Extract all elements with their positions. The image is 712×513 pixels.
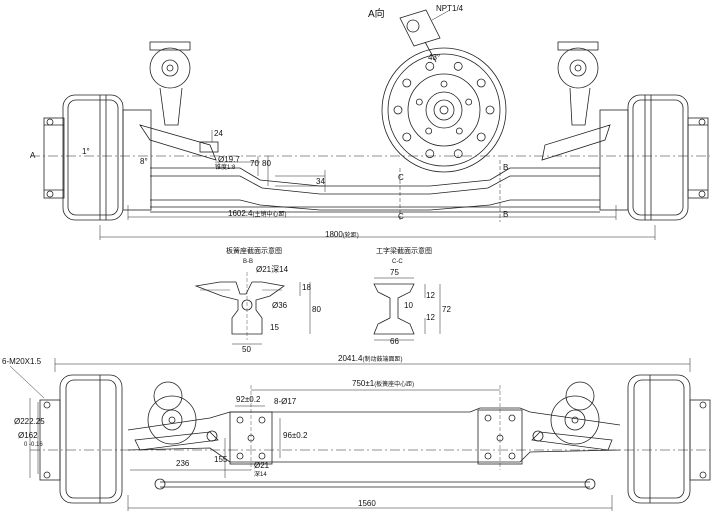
cc-d12b: 12 <box>426 313 435 322</box>
bottom-view <box>9 358 711 511</box>
hub-stud <box>402 132 412 142</box>
top-view <box>30 9 710 240</box>
dim-21: Ø21 <box>254 461 270 470</box>
dim-deep14: 深14 <box>254 472 267 478</box>
section-b-mark-2: B <box>503 210 509 219</box>
left-drum-bottom <box>59 374 123 504</box>
right-brake-chamber <box>557 47 599 89</box>
dim-92: 92±0.2 <box>236 395 261 404</box>
right-drum-bottom <box>627 374 691 504</box>
angle-43-label: 43° <box>428 53 441 62</box>
hub-stud <box>453 149 463 159</box>
left-brake-chamber <box>149 47 191 89</box>
bb-d15: 15 <box>270 323 279 332</box>
section-bb-drawing <box>194 272 311 345</box>
dim-70: 70 <box>250 159 259 168</box>
dim-19-7: Ø19.7 <box>218 155 240 164</box>
dim-222: Ø222.25 <box>14 417 45 426</box>
bb-d36: Ø36 <box>272 301 288 310</box>
dim-1602: 1602.4(主销中心距) <box>228 209 287 219</box>
dim-96: 96±0.2 <box>283 431 308 440</box>
hub-view <box>381 47 507 173</box>
dim-1560: 1560 <box>358 499 376 508</box>
hub-stud <box>485 105 495 115</box>
dim-1800: 1800(轮距) <box>325 230 359 240</box>
view-a-label: A向 <box>368 9 385 20</box>
cc-d12a: 12 <box>426 291 435 300</box>
dim-162: Ø162 <box>18 431 38 440</box>
cc-label: C-C <box>392 259 403 265</box>
hub-stud <box>476 132 486 142</box>
section-b-mark-1: B <box>503 163 509 172</box>
bb-title: 板簧座截面示意图 <box>226 248 282 255</box>
bb-d21: Ø21深14 <box>256 265 289 274</box>
hub-stud <box>425 61 435 71</box>
angle-8-label: 8° <box>140 157 148 166</box>
dim-750: 750±1(板簧座中心距) <box>352 379 415 389</box>
hub-stud <box>476 78 486 88</box>
hub-bolt <box>425 127 433 135</box>
dim-236: 236 <box>176 459 190 468</box>
hub-bolt <box>415 98 423 106</box>
hub-stud <box>453 61 463 71</box>
taper-label: 锥度1:8 <box>215 165 236 171</box>
angle-1-label: 1° <box>82 147 90 156</box>
cc-d66: 66 <box>390 337 399 346</box>
hub-bolt <box>440 80 448 88</box>
hub-bolt <box>465 98 473 106</box>
bb-label: B-B <box>243 259 254 265</box>
dim-tolerance: 0 -0.16 <box>24 442 43 448</box>
dim-2041: 2041.4(制动鼓端面距) <box>338 354 403 364</box>
bb-d50: 50 <box>242 345 251 354</box>
section-c-mark-2: C <box>398 212 404 221</box>
section-c-mark-1: C <box>398 173 404 182</box>
dim-8-17: 8-Ø17 <box>274 397 297 406</box>
hub-stud <box>393 105 403 115</box>
cc-d72: 72 <box>442 305 451 314</box>
hub-studs <box>393 61 495 159</box>
right-brake-drum <box>627 94 689 221</box>
section-cc-drawing <box>373 277 441 341</box>
bb-d80: 80 <box>312 305 321 314</box>
cc-d75: 75 <box>390 268 399 277</box>
section-a-mark: A <box>30 151 36 160</box>
dim-24: 24 <box>214 129 223 138</box>
hub-stud <box>425 149 435 159</box>
dim-34: 34 <box>316 177 325 186</box>
cc-title: 工字梁截面示意图 <box>376 248 432 255</box>
hub-actuator <box>399 9 441 47</box>
hub-stud <box>402 78 412 88</box>
dim-80: 80 <box>262 159 271 168</box>
bb-d18: 18 <box>302 283 311 292</box>
npt-label: NPT1/4 <box>436 4 464 13</box>
dim-155: 155 <box>214 455 228 464</box>
thread-label: 6-M20X1.5 <box>2 357 42 366</box>
hub-bolt <box>455 127 463 135</box>
left-brake-drum <box>62 94 124 221</box>
cc-d10: 10 <box>404 301 413 310</box>
